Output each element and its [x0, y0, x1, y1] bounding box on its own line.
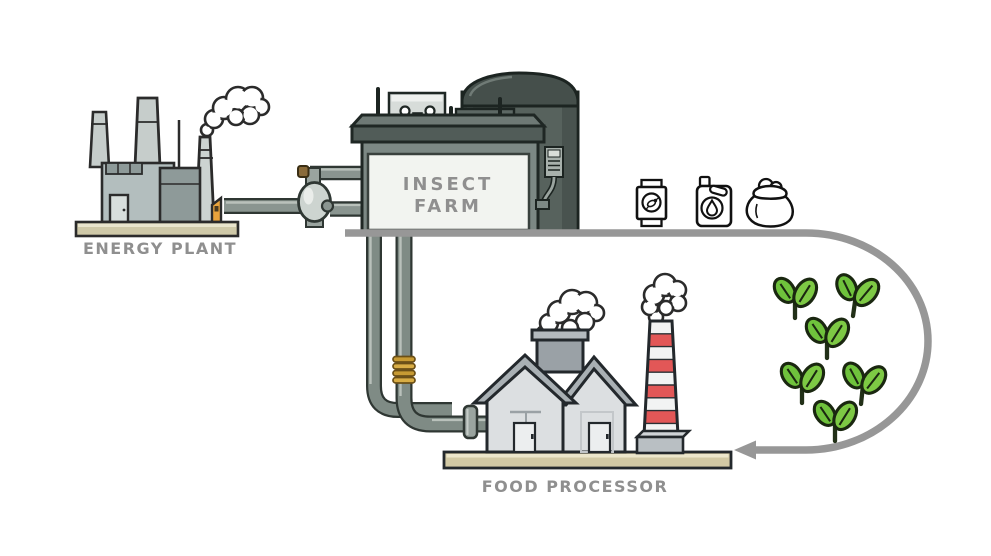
gray-chimney — [530, 328, 590, 374]
arrowhead-icon — [734, 440, 756, 460]
insect-logo — [646, 196, 660, 210]
cooling-stack-large — [133, 96, 162, 169]
flow-arrow — [345, 229, 932, 460]
seedling-field — [770, 269, 892, 441]
insect-farm-label-line2: FARM — [414, 196, 482, 217]
food-processor-illustration: FOOD PROCESSOR — [442, 272, 733, 496]
product-feed-bag — [635, 178, 668, 228]
seedling-icon — [802, 314, 853, 358]
seedling-icon — [810, 397, 861, 441]
plant-building-right — [158, 166, 202, 224]
pipe-flange — [462, 404, 479, 440]
pipe-farm-to-processor — [366, 232, 492, 440]
valve-icon — [297, 181, 335, 223]
insect-farm-label-line1: INSECT — [403, 174, 494, 195]
u-turn-arrow-path — [345, 229, 932, 454]
product-oil-jug — [695, 175, 733, 228]
brass-coupling — [392, 355, 416, 384]
chimney-pedestal — [633, 429, 693, 455]
oil-jug-icon — [698, 175, 711, 188]
processor-door-left — [512, 421, 537, 454]
window-band — [105, 162, 143, 175]
insect-farm-illustration: INSECT FARM — [348, 71, 580, 234]
droplet-logo — [705, 198, 719, 217]
processor-building-left — [470, 352, 580, 454]
cooling-stack-small — [88, 110, 111, 169]
energy-plant-base — [74, 220, 240, 238]
food-processor-base — [442, 450, 733, 470]
processor-door-right — [587, 421, 612, 454]
seedling-icon — [777, 359, 828, 403]
farm-roof — [350, 124, 546, 144]
plant-door — [108, 193, 130, 224]
processor-building-right — [552, 354, 640, 454]
energy-plant-label: ENERGY PLANT — [83, 239, 237, 258]
seedling-icon — [836, 358, 892, 407]
farm-roof-top — [348, 113, 548, 128]
seedling-icon — [770, 274, 821, 318]
valve-cap — [297, 165, 310, 178]
energy-plant-illustration: ENERGY PLANT — [74, 85, 271, 258]
silo-control-panel — [535, 146, 564, 210]
pipe-energy-to-farm — [224, 165, 368, 228]
food-processor-label: FOOD PROCESSOR — [482, 477, 669, 496]
product-grain-sack — [745, 177, 794, 228]
smoke-icon — [640, 272, 688, 326]
striped-chimney — [633, 319, 693, 455]
seedling-icon — [828, 269, 885, 319]
smoke-icon — [535, 288, 606, 342]
smoke-icon — [199, 85, 271, 138]
